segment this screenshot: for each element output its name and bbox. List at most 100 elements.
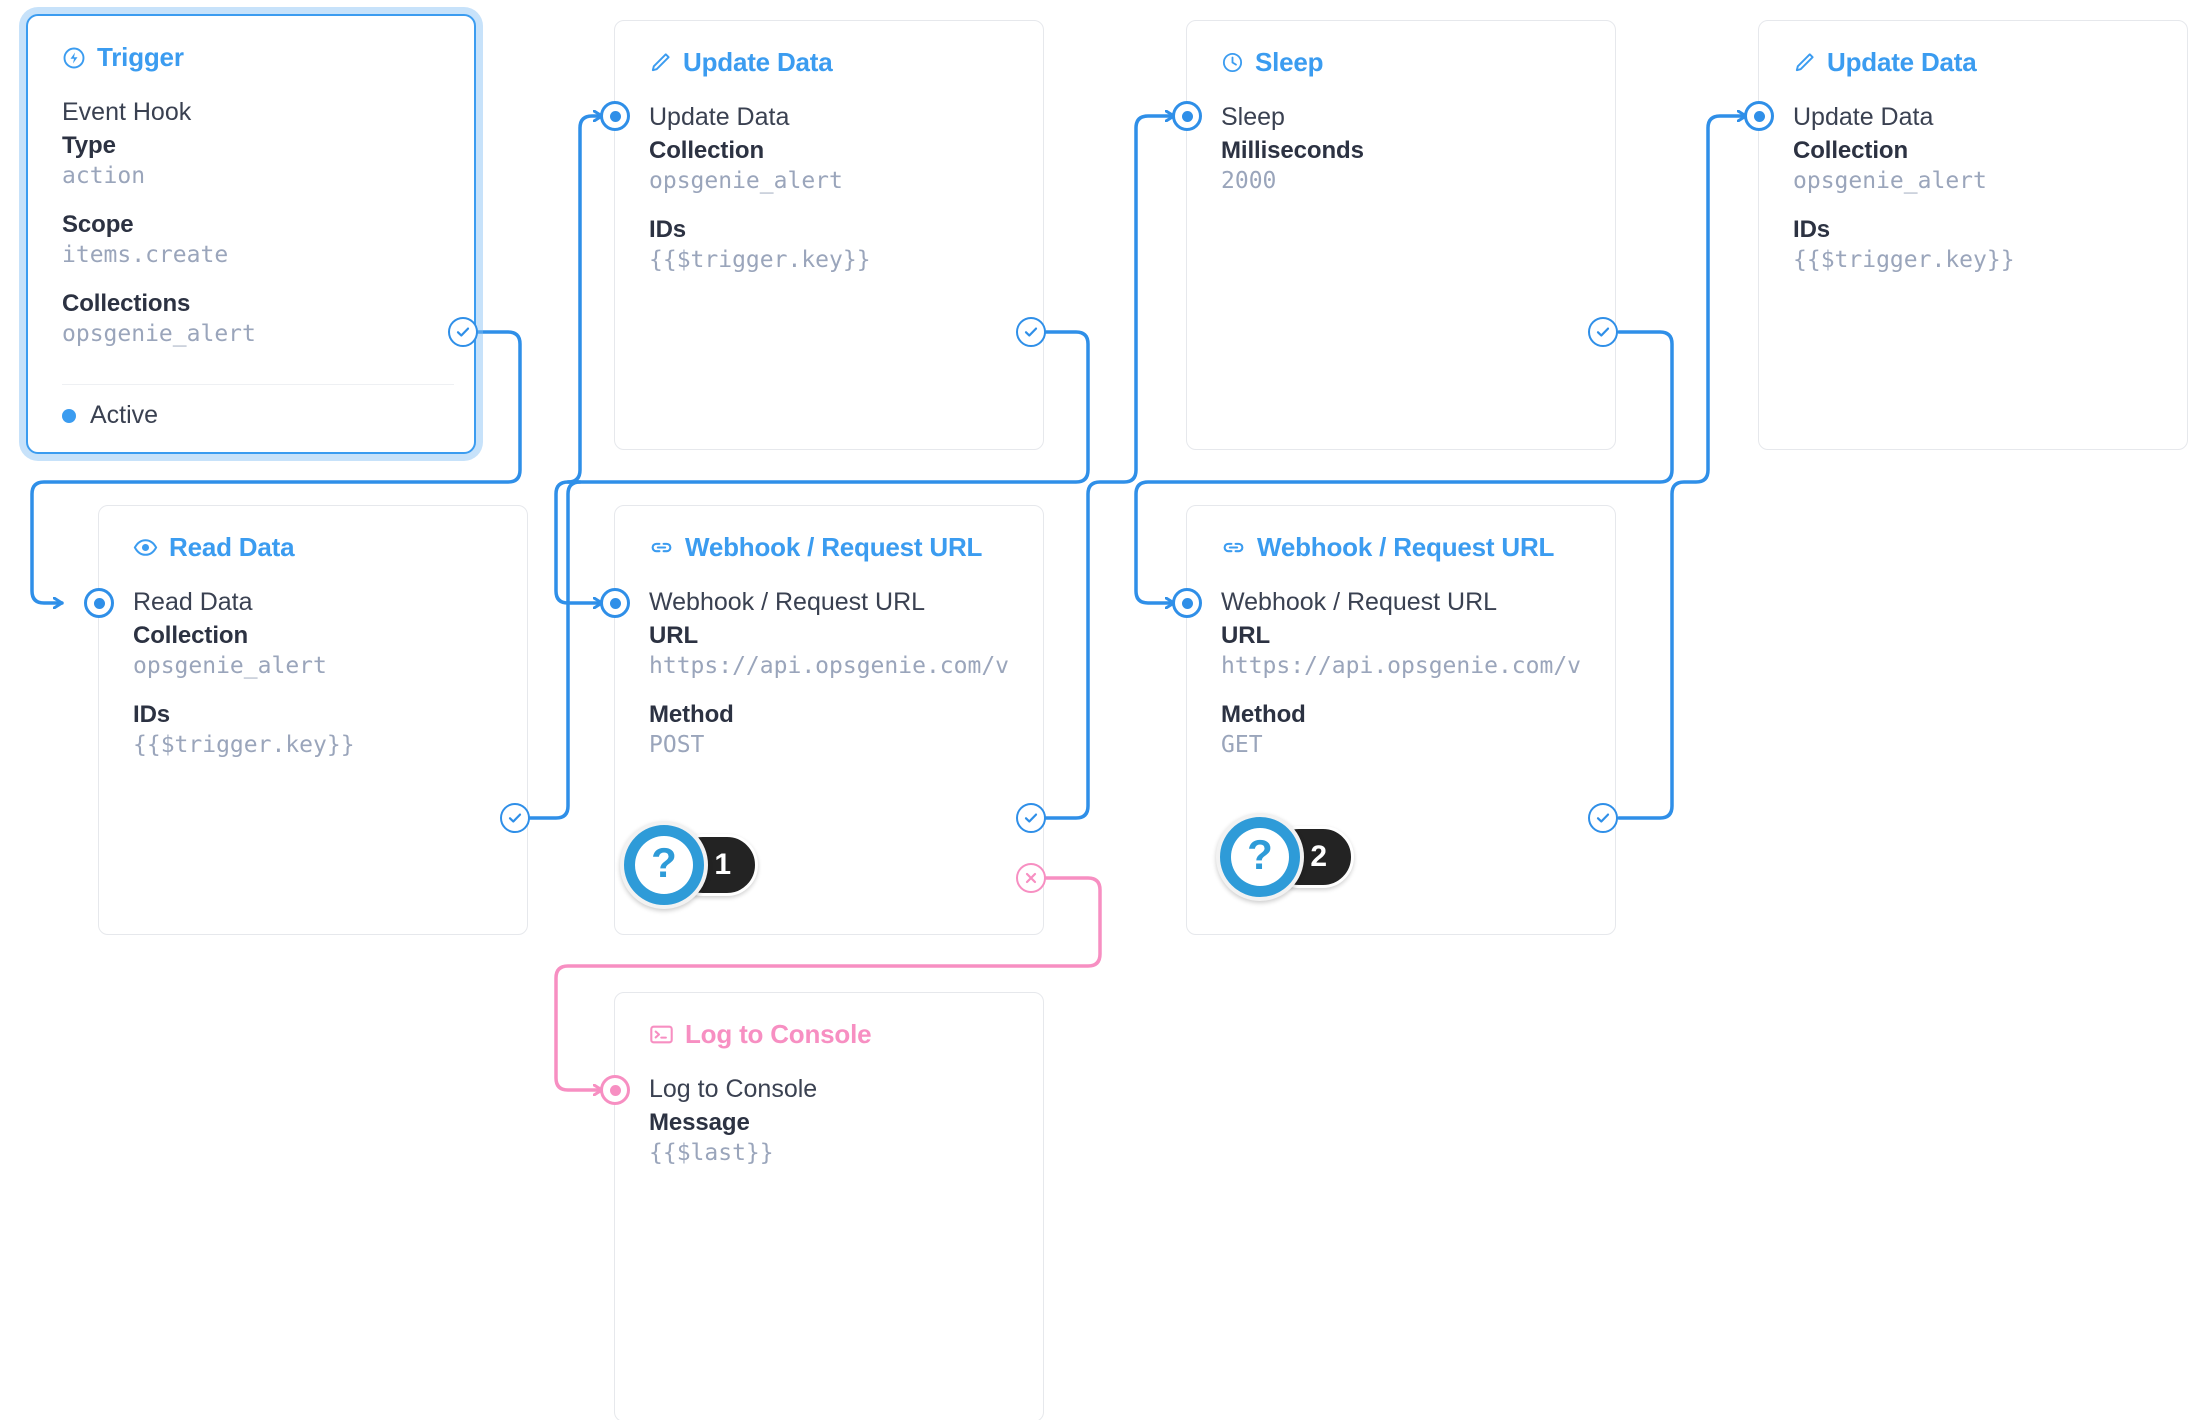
field-value: {{$last}} xyxy=(649,1140,774,1166)
node-title-log-to-console: Log to Console xyxy=(649,1019,1009,1050)
field-label: Scope xyxy=(62,211,134,238)
field-label: Collection xyxy=(649,137,765,164)
field-value: opsgenie_alert xyxy=(133,653,327,679)
field-value: {{$trigger.key}} xyxy=(133,732,355,758)
node-title-text: Update Data xyxy=(683,47,833,77)
eye-icon xyxy=(133,535,158,560)
node-field: Collection opsgenie_alert xyxy=(649,137,1009,194)
node-card-trigger[interactable]: Trigger Event Hook Type action Scope ite… xyxy=(26,14,476,454)
help-question-icon[interactable]: ? xyxy=(620,821,708,909)
node-operation-name: Webhook / Request URL xyxy=(649,588,926,616)
node-status-row: Active xyxy=(62,384,454,452)
node-operation-name: Event Hook xyxy=(62,98,192,126)
field-label: Collection xyxy=(1793,137,1909,164)
node-field: Method POST xyxy=(649,701,1009,758)
output-port-webhook-post-resolve[interactable] xyxy=(1016,803,1046,833)
input-port-sleep[interactable] xyxy=(1172,101,1202,131)
edge-webhook-post-to-sleep xyxy=(1044,116,1176,820)
node-field: URL https://api.opsgenie.com/v… xyxy=(1221,622,1581,679)
node-card-log-to-console[interactable]: Log to Console Log to Console Message {{… xyxy=(614,992,1044,1420)
field-label: Milliseconds xyxy=(1221,137,1364,164)
field-value: GET xyxy=(1221,732,1263,758)
node-title-text: Read Data xyxy=(169,532,295,562)
field-value: opsgenie_alert xyxy=(62,321,256,347)
clock-icon xyxy=(1221,51,1244,74)
node-title-webhook-get: Webhook / Request URL xyxy=(1221,532,1581,563)
node-field: Milliseconds 2000 xyxy=(1221,137,1581,194)
output-port-read-data[interactable] xyxy=(500,803,530,833)
node-operation-name: Log to Console xyxy=(649,1075,818,1103)
node-title-update-data-1: Update Data xyxy=(649,47,1009,78)
status-badge: Active xyxy=(90,401,159,429)
node-field: Method GET xyxy=(1221,701,1581,758)
edge-webhook-get-to-update-data-2 xyxy=(1617,116,1748,820)
field-label: Collection xyxy=(133,622,249,649)
input-port-update-data-1[interactable] xyxy=(600,101,630,131)
input-port-update-data-2[interactable] xyxy=(1744,101,1774,131)
node-title-text: Update Data xyxy=(1827,47,1977,77)
input-port-log-to-console[interactable] xyxy=(600,1075,630,1105)
field-value: action xyxy=(62,163,146,189)
field-value: items.create xyxy=(62,242,229,268)
node-operation-name: Sleep xyxy=(1221,103,1285,131)
node-field: IDs {{$trigger.key}} xyxy=(133,701,493,758)
node-card-update-data-2[interactable]: Update Data Update Data Collection opsge… xyxy=(1758,20,2188,450)
node-title-text: Sleep xyxy=(1255,47,1324,77)
help-question-icon[interactable]: ? xyxy=(1216,813,1304,901)
node-title-text: Webhook / Request URL xyxy=(1257,532,1555,562)
help-badge-1[interactable]: 1 ? xyxy=(620,821,758,909)
node-operation-name: Webhook / Request URL xyxy=(1221,588,1498,616)
node-title-trigger: Trigger xyxy=(62,42,440,73)
help-badge-count: 2 xyxy=(1310,840,1327,873)
node-title-read-data: Read Data xyxy=(133,532,493,563)
field-value: opsgenie_alert xyxy=(649,168,843,194)
node-field: Collection opsgenie_alert xyxy=(1793,137,2153,194)
input-port-webhook-post[interactable] xyxy=(600,588,630,618)
pencil-icon xyxy=(1793,51,1816,74)
output-port-trigger[interactable] xyxy=(448,317,478,347)
node-field: Type action xyxy=(62,132,440,189)
node-field: IDs {{$trigger.key}} xyxy=(1793,216,2153,273)
output-port-sleep[interactable] xyxy=(1588,317,1618,347)
node-field: URL https://api.opsgenie.com/v… xyxy=(649,622,1009,679)
node-card-update-data-1[interactable]: Update Data Update Data Collection opsge… xyxy=(614,20,1044,450)
output-port-update-data-1[interactable] xyxy=(1016,317,1046,347)
node-field: Collections opsgenie_alert xyxy=(62,290,440,347)
field-value: {{$trigger.key}} xyxy=(649,247,871,273)
help-badge-symbol: ? xyxy=(635,836,693,894)
node-field: Scope items.create xyxy=(62,211,440,268)
link-icon xyxy=(1221,535,1246,560)
field-label: Method xyxy=(1221,701,1306,728)
node-card-sleep[interactable]: Sleep Sleep Milliseconds 2000 xyxy=(1186,20,1616,450)
field-value: POST xyxy=(649,732,705,758)
help-badge-symbol: ? xyxy=(1231,828,1289,886)
field-value: https://api.opsgenie.com/v… xyxy=(649,653,1009,679)
help-badge-count: 1 xyxy=(714,848,731,881)
help-badge-2[interactable]: 2 ? xyxy=(1216,813,1354,901)
node-title-text: Log to Console xyxy=(685,1019,872,1049)
link-icon xyxy=(649,535,674,560)
node-card-read-data[interactable]: Read Data Read Data Collection opsgenie_… xyxy=(98,505,528,935)
field-value: {{$trigger.key}} xyxy=(1793,247,2015,273)
pencil-icon xyxy=(649,51,672,74)
input-port-read-data[interactable] xyxy=(84,588,114,618)
status-dot-icon xyxy=(62,408,76,423)
field-label: Type xyxy=(62,132,116,159)
node-operation-name: Update Data xyxy=(1793,103,1934,131)
field-label: URL xyxy=(1221,622,1271,649)
field-label: Collections xyxy=(62,290,191,317)
node-operation-name: Read Data xyxy=(133,588,253,616)
node-field: IDs {{$trigger.key}} xyxy=(649,216,1009,273)
field-value: 2000 xyxy=(1221,168,1277,194)
edge-read-data-to-update-data-1 xyxy=(528,116,604,820)
field-label: Method xyxy=(649,701,734,728)
output-port-webhook-post-reject[interactable] xyxy=(1016,863,1046,893)
field-label: Message xyxy=(649,1109,750,1136)
field-label: IDs xyxy=(133,701,171,728)
node-title-update-data-2: Update Data xyxy=(1793,47,2153,78)
input-port-webhook-get[interactable] xyxy=(1172,588,1202,618)
output-port-webhook-get-resolve[interactable] xyxy=(1588,803,1618,833)
field-label: IDs xyxy=(1793,216,1831,243)
terminal-icon xyxy=(649,1022,674,1047)
